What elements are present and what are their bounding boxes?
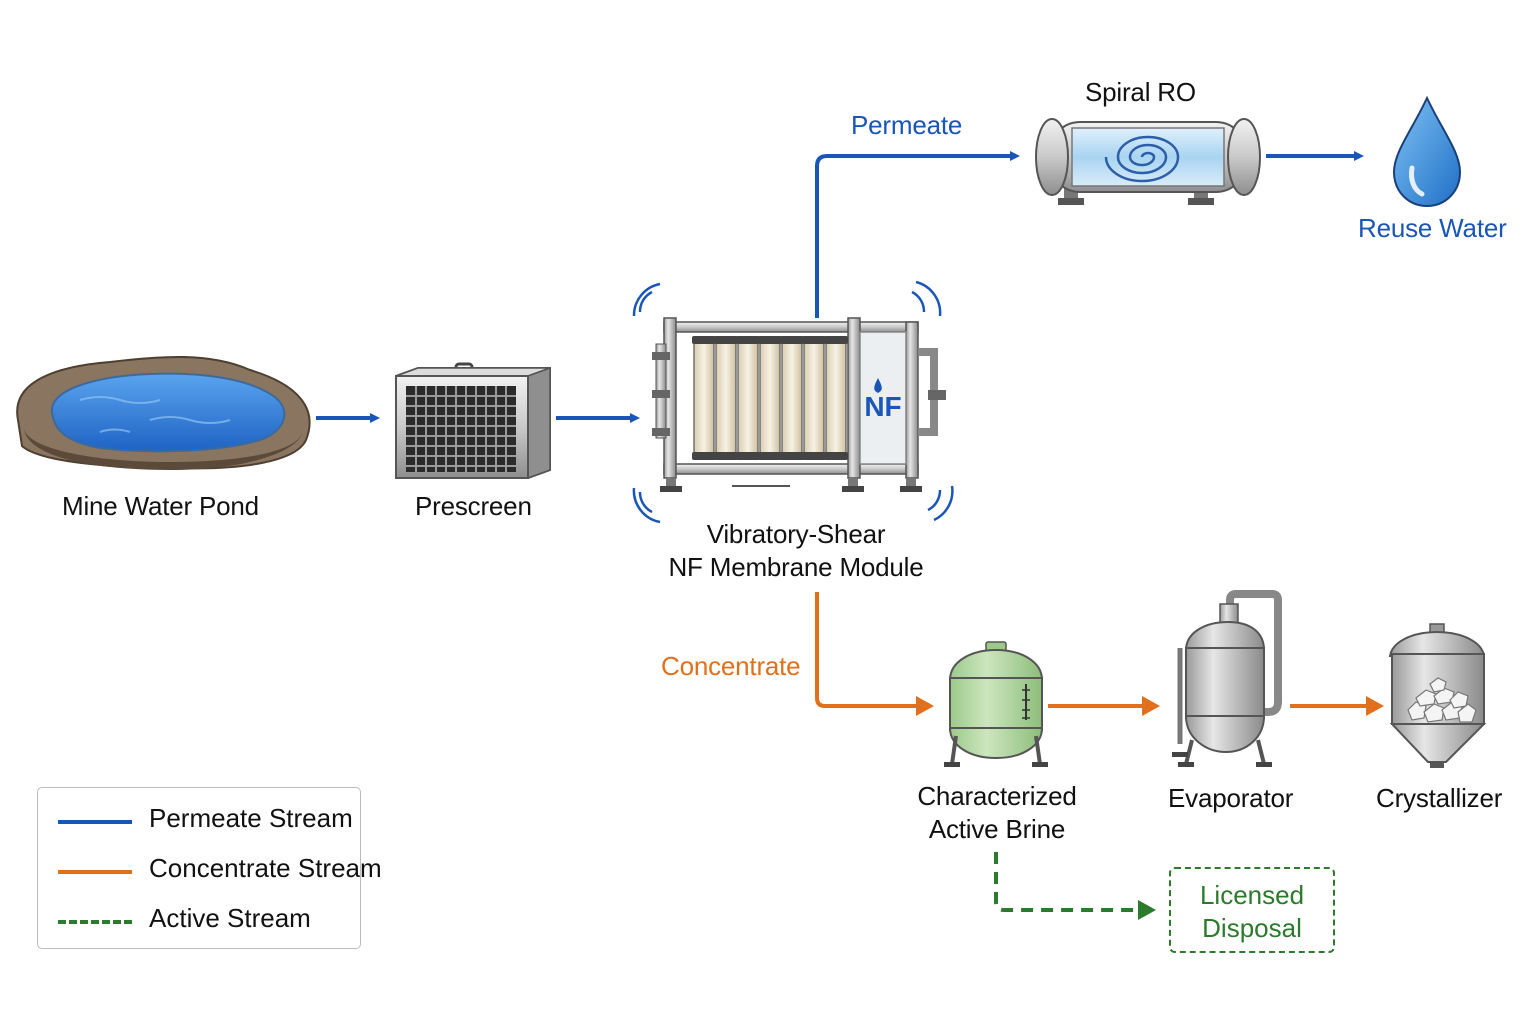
legend-item-permeate: Permeate Stream — [38, 801, 358, 841]
nf-to-brine-concentrate-line — [815, 592, 918, 708]
brine-to-disposal-dashed-line — [994, 852, 1140, 912]
brine-label: Characterized Active Brine — [906, 780, 1088, 846]
crystallizer-label: Crystallizer — [1376, 783, 1503, 813]
nf-membrane-module-icon: NF — [632, 280, 954, 524]
arrowhead — [1138, 900, 1156, 920]
permeate-flow-label: Permeate — [851, 110, 963, 140]
brine-label-line2: Active Brine — [928, 814, 1066, 844]
legend: Permeate Stream Concentrate Stream Activ… — [37, 787, 382, 949]
permeate-flows — [316, 151, 1364, 423]
concentrate-flow-label: Concentrate — [661, 651, 801, 681]
mine-water-pond-icon — [16, 355, 311, 470]
legend-label: Active Stream — [149, 903, 311, 933]
reuse-water-drop-icon — [1392, 95, 1462, 208]
prescreen-label: Prescreen — [415, 491, 532, 521]
reuse-water-label: Reuse Water — [1358, 213, 1507, 243]
evaporator-icon — [1172, 590, 1282, 767]
nf-module-label-line2: NF Membrane Module — [668, 552, 924, 582]
brine-label-line1: Characterized — [917, 781, 1077, 811]
vibration-waves-icon — [632, 280, 954, 524]
legend-label: Permeate Stream — [149, 803, 353, 833]
legend-item-concentrate: Concentrate Stream — [38, 851, 382, 891]
spiral-ro-label: Spiral RO — [1085, 77, 1196, 107]
nf-module-label-line1: Vibratory-Shear — [706, 519, 886, 549]
disposal-label-line1: Licensed — [1199, 880, 1305, 910]
active-flow — [994, 852, 1156, 920]
salt-crystals-icon — [1407, 677, 1477, 723]
membrane-cartridges — [693, 339, 847, 457]
nf-to-ro-permeate-line — [815, 151, 1020, 318]
arrowhead — [916, 696, 934, 716]
arrowhead — [1142, 696, 1160, 716]
nf-module-label: Vibratory-Shear NF Membrane Module — [656, 518, 936, 584]
licensed-disposal-label: Licensed Disposal — [1171, 879, 1333, 945]
nf-badge: NF — [864, 391, 901, 422]
legend-item-active: Active Stream — [38, 901, 358, 941]
licensed-disposal-box: Licensed Disposal — [1169, 867, 1335, 953]
legend-label: Concentrate Stream — [149, 853, 382, 883]
disposal-label-line2: Disposal — [1202, 913, 1302, 943]
prescreen-icon — [395, 362, 551, 480]
legend-swatch-concentrate — [58, 870, 132, 874]
arrowhead — [1366, 696, 1384, 716]
brine-tank-icon — [944, 641, 1048, 767]
concentrate-flows — [815, 592, 1384, 716]
legend-swatch-active — [58, 920, 132, 924]
spiral-ro-icon — [1035, 118, 1261, 205]
legend-swatch-permeate — [58, 820, 132, 824]
crystallizer-icon — [1388, 623, 1487, 768]
evaporator-label: Evaporator — [1168, 783, 1294, 813]
pond-label: Mine Water Pond — [62, 491, 259, 521]
